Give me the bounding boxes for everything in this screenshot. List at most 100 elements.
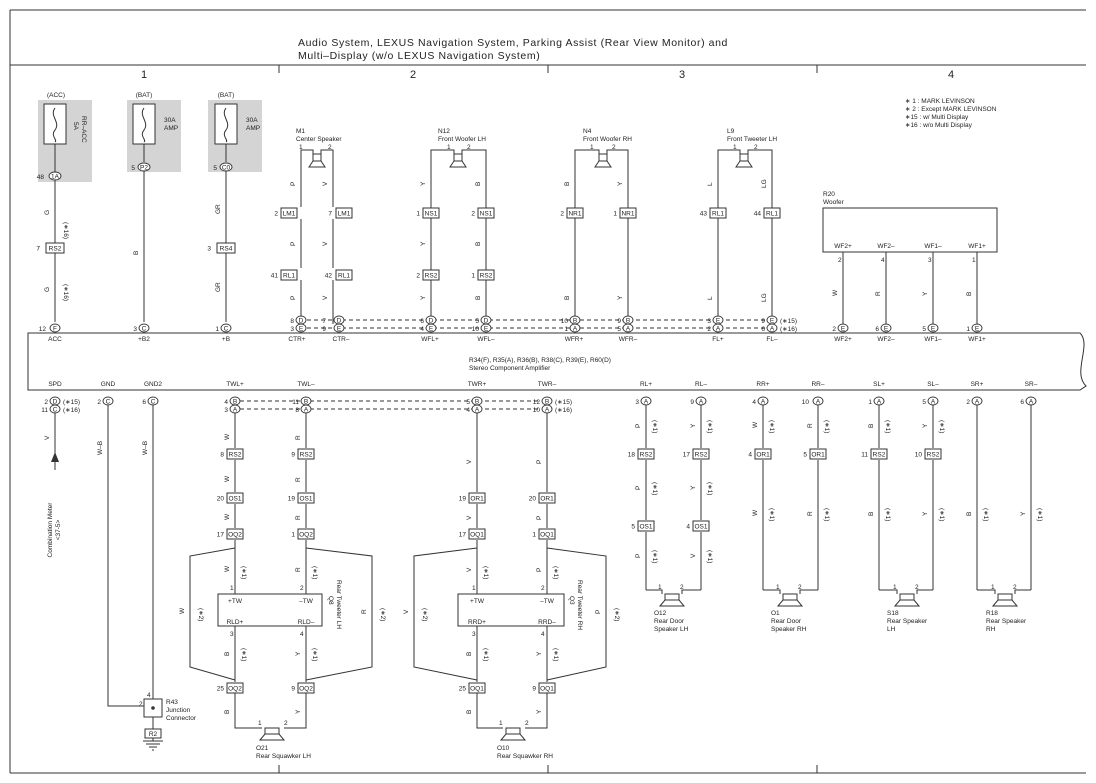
svg-text:Junction: Junction [166,707,191,714]
svg-text:2: 2 [416,273,420,280]
svg-text:Front Tweeter LH: Front Tweeter LH [727,136,777,143]
svg-text:NR1: NR1 [568,211,581,218]
svg-text:2: 2 [471,211,475,218]
svg-text:FL+: FL+ [712,336,724,343]
svg-text:W: W [752,421,759,428]
svg-text:2: 2 [139,701,143,708]
svg-text:B: B [224,710,231,714]
speaker-icon [664,593,680,601]
svg-text:3: 3 [230,631,234,638]
svg-text:OQ1: OQ1 [540,686,554,693]
svg-text:–TW: –TW [540,598,555,605]
svg-text:RL1: RL1 [766,211,778,218]
note-1: ∗ 1 : MARK LEVINSON [905,98,975,105]
svg-text:Y: Y [617,181,624,186]
svg-text:9: 9 [532,686,536,693]
svg-text:OR1: OR1 [811,452,825,459]
svg-text:30A: 30A [246,117,258,124]
svg-text:SPD: SPD [48,381,62,388]
svg-text:1: 1 [893,584,897,591]
svg-text:LG: LG [761,179,768,188]
svg-text:Y: Y [536,709,543,714]
svg-text:LM1: LM1 [338,211,351,218]
svg-text:9: 9 [291,686,295,693]
svg-text:R18: R18 [986,610,998,617]
svg-text:5A: 5A [72,122,79,131]
svg-text:B: B [868,512,875,516]
svg-text:8: 8 [295,407,299,414]
svg-text:A: A [233,407,238,414]
svg-text:B: B [475,242,482,246]
svg-text:(∗1): (∗1) [311,648,318,661]
svg-text:B: B [466,652,473,656]
svg-text:Speaker LH: Speaker LH [654,626,689,633]
svg-text:OS1: OS1 [228,496,241,503]
svg-text:RS2: RS2 [480,273,493,280]
svg-text:9: 9 [690,399,694,406]
svg-text:O12: O12 [654,610,667,617]
svg-text:(∗1): (∗1) [938,420,945,433]
svg-text:TWL+: TWL+ [226,381,244,388]
svg-text:P: P [536,516,543,520]
svg-text:NR1: NR1 [621,211,634,218]
svg-text:B: B [133,251,140,255]
svg-text:GND2: GND2 [144,381,162,388]
svg-text:5: 5 [475,318,479,325]
svg-text:9: 9 [617,318,621,325]
svg-text:(∗1): (∗1) [982,508,989,521]
svg-text:2: 2 [612,144,616,151]
svg-text:OQ2: OQ2 [299,686,313,693]
svg-text:W–B: W–B [142,441,149,455]
svg-text:Front Woofer LH: Front Woofer LH [438,136,486,143]
svg-text:B: B [304,399,308,406]
svg-text:1: 1 [658,584,662,591]
svg-text:1: 1 [972,257,976,264]
svg-text:Y: Y [617,295,624,300]
svg-text:17: 17 [459,532,467,539]
svg-text:(∗1): (∗1) [823,508,830,521]
svg-text:A: A [644,399,649,406]
svg-text:9: 9 [291,452,295,459]
svg-text:2: 2 [838,257,842,264]
svg-text:Y: Y [922,291,929,296]
svg-text:7: 7 [328,211,332,218]
svg-text:RRD–: RRD– [538,619,556,626]
svg-text:RLD–: RLD– [298,619,315,626]
svg-text:W: W [224,513,231,520]
svg-text:(∗15): (∗15) [63,399,80,406]
speaker-icon [739,153,749,162]
svg-text:E: E [884,326,889,333]
svg-text:OQ1: OQ1 [470,532,484,539]
svg-text:7: 7 [322,318,326,325]
svg-text:(∗1): (∗1) [311,566,318,579]
svg-text:1: 1 [291,532,295,539]
svg-text:CTR+: CTR+ [288,336,305,343]
svg-text:A: A [545,407,550,414]
svg-text:L: L [707,296,714,300]
svg-text:+B2: +B2 [138,336,150,343]
svg-text:OS1: OS1 [299,496,312,503]
svg-text:R: R [295,515,302,520]
svg-text:2: 2 [328,144,332,151]
svg-text:A: A [761,399,766,406]
svg-text:V: V [322,241,329,246]
svg-text:Rear Tweeter LH: Rear Tweeter LH [335,580,342,629]
svg-text:(∗1): (∗1) [651,420,658,433]
svg-text:(∗1): (∗1) [884,508,891,521]
svg-text:1: 1 [258,720,262,727]
svg-text:D: D [429,318,434,325]
svg-text:Rear Tweeter RH: Rear Tweeter RH [576,580,583,630]
svg-text:LH: LH [887,626,896,633]
svg-text:5: 5 [803,452,807,459]
svg-text:2: 2 [44,399,48,406]
svg-text:4: 4 [300,631,304,638]
svg-text:1: 1 [447,144,451,151]
svg-text:Y: Y [922,423,929,428]
svg-text:1: 1 [472,585,476,592]
svg-text:RS2: RS2 [640,452,653,459]
